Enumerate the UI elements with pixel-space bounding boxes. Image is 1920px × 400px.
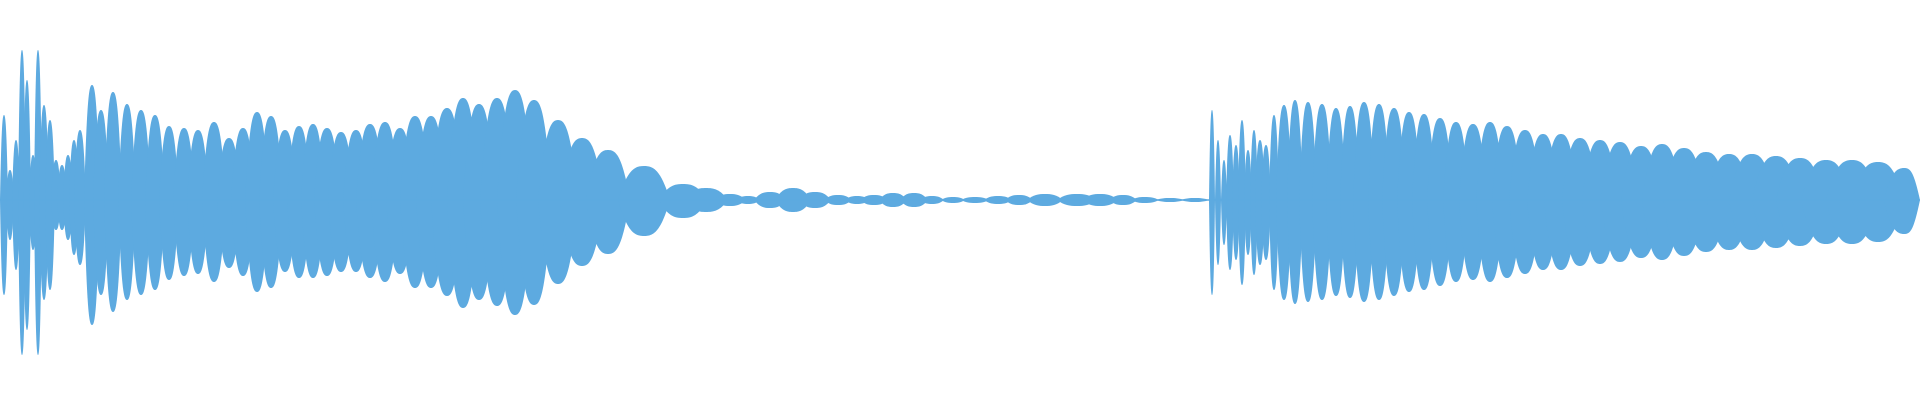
waveform-lobe: [1299, 102, 1317, 302]
waveform-lobe: [516, 100, 552, 305]
waveform-lobe: [118, 104, 136, 300]
waveform-lobe: [12, 140, 20, 270]
waveform-lobe: [1353, 102, 1375, 302]
waveform-lobe: [1215, 140, 1221, 265]
waveform-lobe: [18, 50, 26, 355]
waveform-lobe: [586, 150, 630, 254]
waveform-lobe: [1209, 110, 1215, 295]
waveform-lobe: [104, 92, 122, 312]
waveform-lobe: [34, 50, 42, 355]
waveform-lobe: [1340, 106, 1360, 298]
waveform-lobe: [93, 110, 109, 295]
waveform-lobe: [1269, 115, 1279, 290]
waveform-lobe: [1884, 168, 1920, 234]
waveform-lobe: [1276, 105, 1292, 300]
waveform-lobes: [0, 50, 1920, 355]
waveform-lobe: [45, 120, 55, 290]
waveform-lobe: [131, 110, 151, 295]
waveform-lobe: [145, 115, 165, 290]
waveform-lobe: [1238, 120, 1246, 285]
waveform-lobe: [0, 115, 8, 295]
waveform-lobe: [23, 80, 31, 330]
waveform-lobe: [1412, 114, 1436, 290]
waveform-lobe: [1221, 160, 1227, 245]
waveform-lobe: [173, 128, 195, 276]
waveform-lobe: [1368, 104, 1390, 300]
waveform-lobe: [159, 126, 179, 280]
waveform-lobe: [6, 170, 14, 240]
waveform-lobe: [1232, 145, 1240, 260]
waveform-lobe: [1250, 130, 1258, 275]
waveform-lobe: [1312, 104, 1332, 300]
waveform-lobe: [618, 166, 670, 236]
waveform-lobe: [74, 130, 86, 265]
waveform-lobe: [1244, 150, 1252, 255]
waveform-lobe: [1326, 108, 1346, 296]
waveform-lobe: [187, 130, 209, 274]
waveform-lobe: [202, 122, 226, 282]
waveform-lobe: [1261, 145, 1271, 260]
waveform-lobe: [1226, 135, 1234, 270]
waveform-lobe: [1287, 100, 1303, 304]
